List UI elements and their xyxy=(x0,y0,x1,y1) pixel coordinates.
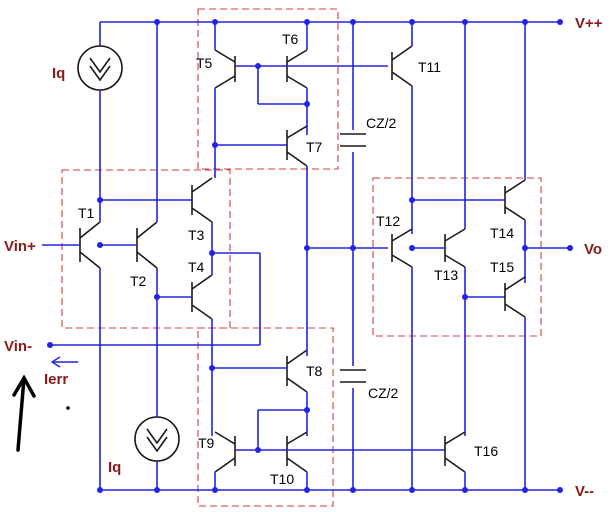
box-bottom-mirror xyxy=(197,327,334,507)
label-t16: T16 xyxy=(474,443,498,459)
transistor-t5 xyxy=(214,49,236,89)
label-t5: T5 xyxy=(196,55,213,71)
transistor-t12 xyxy=(391,228,413,268)
label-t4: T4 xyxy=(188,259,205,275)
label-t15: T15 xyxy=(490,259,514,275)
transistor-t6 xyxy=(286,49,308,89)
label-t1: T1 xyxy=(78,205,95,221)
transistor-t3 xyxy=(191,177,213,223)
label-t12: T12 xyxy=(376,213,400,229)
transistor-t15 xyxy=(504,276,526,318)
box-top-mirror xyxy=(197,8,339,170)
label-iq-bottom: Iq xyxy=(108,459,121,476)
box-input-stage xyxy=(61,169,231,329)
label-ierr: Ierr xyxy=(44,371,68,388)
label-t3: T3 xyxy=(188,227,205,243)
label-vpos: V++ xyxy=(575,15,603,32)
label-cz-lower: CZ/2 xyxy=(368,385,399,401)
label-iq-top: Iq xyxy=(52,65,65,82)
label-vneg: V-- xyxy=(575,483,594,500)
transistor-t7 xyxy=(286,125,308,167)
transistor-t9 xyxy=(214,431,236,473)
label-t10: T10 xyxy=(270,471,294,487)
label-t7: T7 xyxy=(306,139,323,155)
label-t2: T2 xyxy=(130,273,147,289)
transistor-t14 xyxy=(504,179,526,221)
transistor-t13 xyxy=(444,228,466,268)
junction-dots xyxy=(47,19,573,493)
handwritten-arrow-icon xyxy=(12,374,70,452)
ierr-arrow-icon xyxy=(50,356,78,368)
label-vin-plus: Vin+ xyxy=(4,238,36,255)
label-cz-upper: CZ/2 xyxy=(366,115,397,131)
transistor-t4 xyxy=(191,274,213,320)
transistor-t11 xyxy=(391,45,413,87)
transistor-t10 xyxy=(286,431,308,473)
transistor-t8 xyxy=(286,349,308,393)
label-t6: T6 xyxy=(282,31,299,47)
current-source-top xyxy=(77,22,123,200)
capacitor-lower xyxy=(340,369,366,383)
current-source-bottom xyxy=(134,416,180,490)
label-vin-minus: Vin- xyxy=(4,338,32,355)
label-t9: T9 xyxy=(198,435,215,451)
transistor-t16 xyxy=(444,431,466,473)
label-t11: T11 xyxy=(418,59,441,75)
label-t8: T8 xyxy=(306,363,323,379)
transistor-t2 xyxy=(136,221,158,269)
label-t13: T13 xyxy=(434,267,458,283)
label-vout: Vo xyxy=(584,241,602,258)
box-output-stage xyxy=(372,177,542,337)
label-t14: T14 xyxy=(490,225,514,241)
capacitor-upper xyxy=(340,133,366,147)
